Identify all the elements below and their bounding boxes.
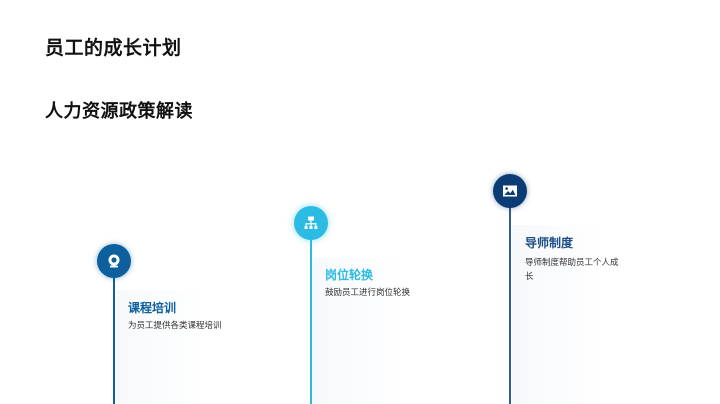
card-shade bbox=[116, 290, 206, 404]
slide-subtitle: 人力资源政策解读 bbox=[45, 101, 193, 122]
slide-title: 员工的成长计划 bbox=[45, 37, 182, 59]
card-shade bbox=[313, 258, 403, 404]
timeline-line bbox=[113, 278, 115, 404]
item-title: 课程培训 bbox=[128, 301, 177, 315]
timeline-line bbox=[509, 207, 511, 404]
item-title: 岗位轮换 bbox=[325, 268, 374, 282]
timeline-line bbox=[310, 240, 312, 404]
item-title: 导师制度 bbox=[525, 236, 574, 250]
image-icon bbox=[493, 174, 527, 208]
item-description: 导师制度帮助员工个人成长 bbox=[525, 258, 619, 282]
item-description: 鼓励员工进行岗位轮换 bbox=[325, 288, 411, 298]
sitemap-icon bbox=[294, 206, 328, 240]
webcam-icon bbox=[97, 244, 131, 278]
item-description: 为员工提供各类课程培训 bbox=[128, 321, 222, 331]
card-shade bbox=[512, 225, 602, 404]
